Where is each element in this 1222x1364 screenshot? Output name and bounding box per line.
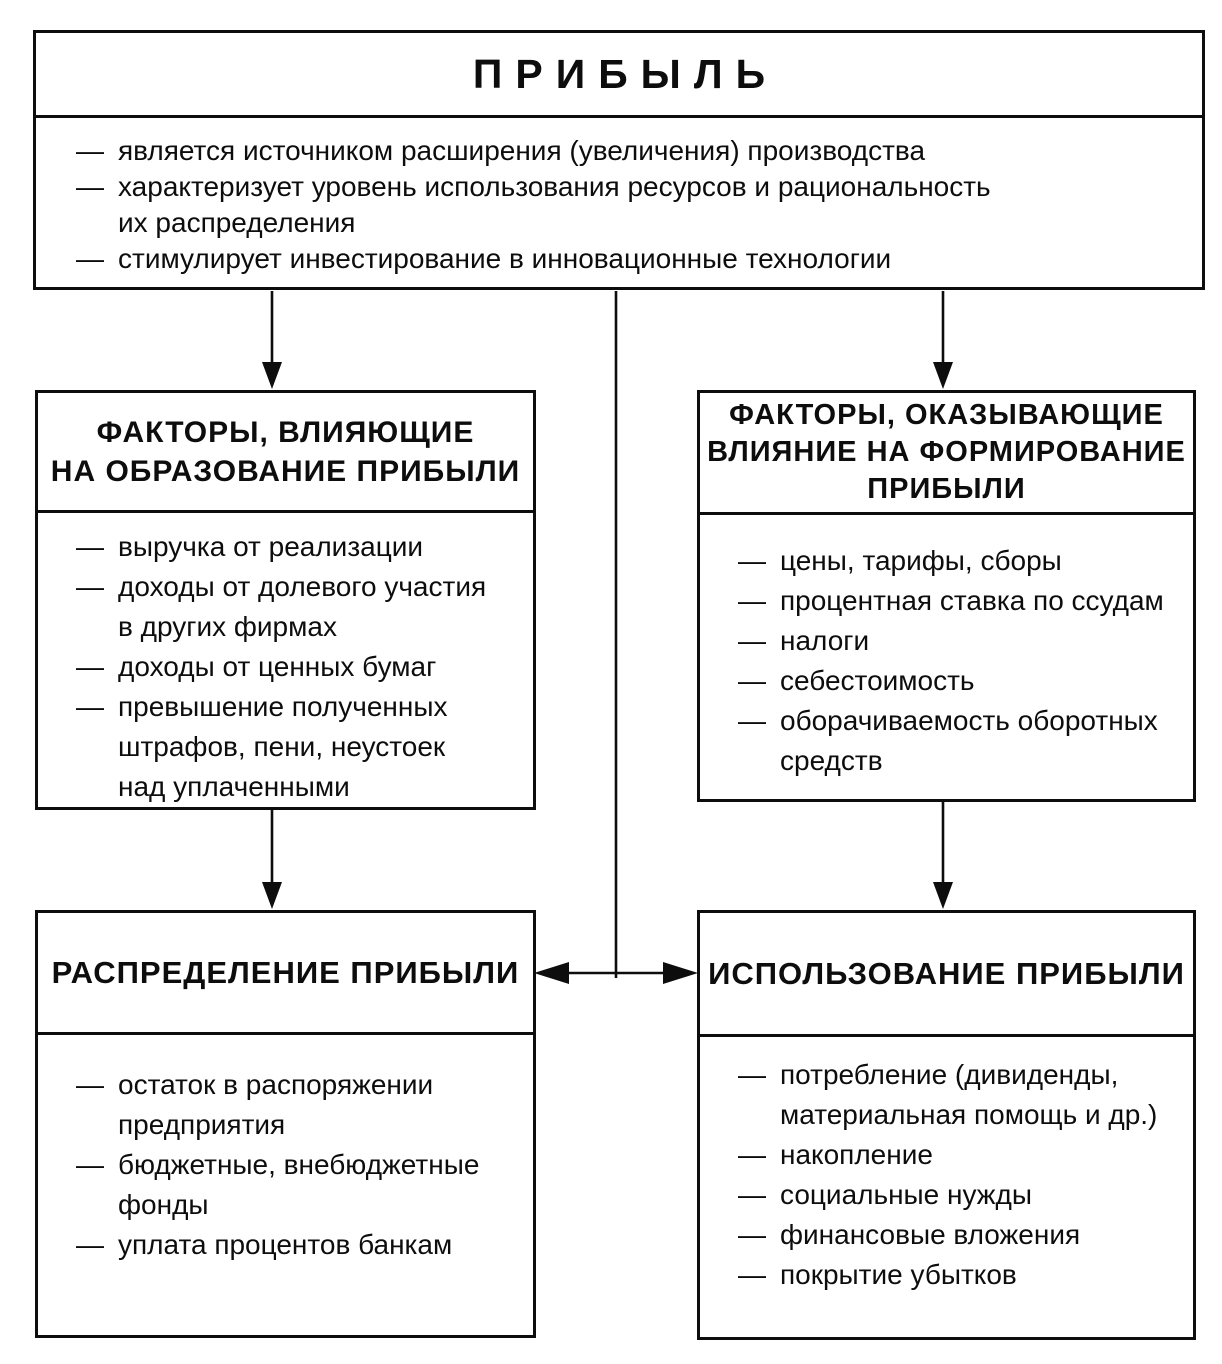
dash-bullet: — [738,1059,766,1090]
list-item: — доходы от долевого участия в других фи… [76,567,519,647]
item-text: остаток в распоряжении предприятия [118,1069,434,1140]
box-profit: ПРИБЫЛЬ — является источником расширения… [33,30,1205,290]
box-distribution-body: — остаток в распоряжении предприятия — б… [38,1035,533,1265]
list-item: — доходы от ценных бумаг [76,647,519,687]
item-text: выручка от реализации [118,531,424,562]
box-left-factors-body: — выручка от реализации — доходы от доле… [38,513,533,807]
list-item: — цены, тарифы, сборы [738,541,1179,581]
list-item: — процентная ставка по ссудам [738,581,1179,621]
dash-bullet: — [738,665,766,696]
list-item: — накопление [738,1135,1179,1175]
item-text: стимулирует инвестирование в инновационн… [118,243,892,274]
arrow-left-factors-to-distribution [262,810,282,909]
arrowhead-down-icon [933,882,953,909]
section-title: РАСПРЕДЕЛЕНИЕ ПРИБЫЛИ [51,954,520,990]
box-usage: ИСПОЛЬЗОВАНИЕ ПРИБЫЛИ — потребление (див… [697,910,1196,1340]
list-item: — налоги [738,621,1179,661]
box-profit-title: ПРИБЫЛЬ [36,33,1202,118]
dash-bullet: — [738,1179,766,1210]
item-text: процентная ставка по ссудам [780,585,1164,616]
dash-bullet: — [738,545,766,576]
item-text: доходы от долевого участия в других фирм… [118,571,487,642]
item-text: цены, тарифы, сборы [780,545,1062,576]
item-text: накопление [780,1139,933,1170]
item-text: налоги [780,625,870,656]
list-item: — характеризует уровень использования ре… [76,169,1188,241]
dash-bullet: — [738,1219,766,1250]
dash-bullet: — [76,571,104,602]
item-text: социальные нужды [780,1179,1032,1210]
item-text: доходы от ценных бумаг [118,651,437,682]
dash-bullet: — [76,1149,104,1180]
list-item: — социальные нужды [738,1175,1179,1215]
list-item: — финансовые вложения [738,1215,1179,1255]
arrowhead-down-icon [262,362,282,389]
list-item: — выручка от реализации [76,527,519,567]
arrow-profit-to-left-factors [262,291,282,389]
section-title: ФАКТОРЫ, ОКАЗЫВАЮЩИЕ ВЛИЯНИЕ НА ФОРМИРОВ… [707,399,1186,505]
box-distribution: РАСПРЕДЕЛЕНИЕ ПРИБЫЛИ — остаток в распор… [35,910,536,1338]
list-item: — является источником расширения (увелич… [76,133,1188,169]
item-text: бюджетные, внебюджетные фонды [118,1149,480,1220]
list-item: — себестоимость [738,661,1179,701]
item-text: себестоимость [780,665,975,696]
dash-bullet: — [738,1139,766,1170]
box-right-factors-title: ФАКТОРЫ, ОКАЗЫВАЮЩИЕ ВЛИЯНИЕ НА ФОРМИРОВ… [700,393,1193,515]
item-text: финансовые вложения [780,1219,1081,1250]
box-left-factors: ФАКТОРЫ, ВЛИЯЮЩИЕ НА ОБРАЗОВАНИЕ ПРИБЫЛИ… [35,390,536,810]
item-text: уплата процентов банкам [118,1229,453,1260]
dash-bullet: — [738,705,766,736]
list-item: — оборачиваемость оборотных средств [738,701,1179,781]
dash-bullet: — [76,651,104,682]
dash-bullet: — [76,1069,104,1100]
dash-bullet: — [76,1229,104,1260]
section-title: ИСПОЛЬЗОВАНИЕ ПРИБЫЛИ [708,955,1185,991]
box-right-factors: ФАКТОРЫ, ОКАЗЫВАЮЩИЕ ВЛИЯНИЕ НА ФОРМИРОВ… [697,390,1196,802]
arrow-right-factors-to-usage [933,802,953,909]
arrow-profit-to-right-factors [933,291,953,389]
list-item: — уплата процентов банкам [76,1225,519,1265]
arrowhead-down-icon [933,362,953,389]
list-item: — остаток в распоряжении предприятия [76,1065,519,1145]
item-text: превышение полученных штрафов, пени, неу… [118,691,448,802]
dash-bullet: — [738,1259,766,1290]
section-title: ФАКТОРЫ, ВЛИЯЮЩИЕ НА ОБРАЗОВАНИЕ ПРИБЫЛИ [50,415,521,488]
box-usage-body: — потребление (дивиденды, материальная п… [700,1037,1193,1295]
dash-bullet: — [76,531,104,562]
arrowhead-left-icon [534,962,569,984]
item-text: оборачиваемость оборотных средств [780,705,1158,776]
list-item: — потребление (дивиденды, материальная п… [738,1055,1179,1135]
box-usage-title: ИСПОЛЬЗОВАНИЕ ПРИБЫЛИ [700,913,1193,1037]
dash-bullet: — [738,625,766,656]
list-item: — стимулирует инвестирование в инновацио… [76,241,1188,277]
box-profit-body: — является источником расширения (увелич… [36,118,1202,277]
box-distribution-title: РАСПРЕДЕЛЕНИЕ ПРИБЫЛИ [38,913,533,1035]
item-text: характеризует уровень использования ресу… [118,171,991,238]
box-left-factors-title: ФАКТОРЫ, ВЛИЯЮЩИЕ НА ОБРАЗОВАНИЕ ПРИБЫЛИ [38,393,533,513]
list-item: — превышение полученных штрафов, пени, н… [76,687,519,807]
dash-bullet: — [76,135,104,166]
page-title: ПРИБЫЛЬ [472,50,779,97]
list-item: — покрытие убытков [738,1255,1179,1295]
item-text: потребление (дивиденды, материальная пом… [780,1059,1158,1130]
arrowhead-right-icon [663,962,698,984]
box-right-factors-body: — цены, тарифы, сборы — процентная ставк… [700,515,1193,781]
dash-bullet: — [76,691,104,722]
arrowhead-down-icon [262,882,282,909]
list-item: — бюджетные, внебюджетные фонды [76,1145,519,1225]
dash-bullet: — [76,171,104,202]
dash-bullet: — [738,585,766,616]
item-text: является источником расширения (увеличен… [118,135,926,166]
dash-bullet: — [76,243,104,274]
item-text: покрытие убытков [780,1259,1017,1290]
double-arrow-distribution-usage [534,962,698,984]
